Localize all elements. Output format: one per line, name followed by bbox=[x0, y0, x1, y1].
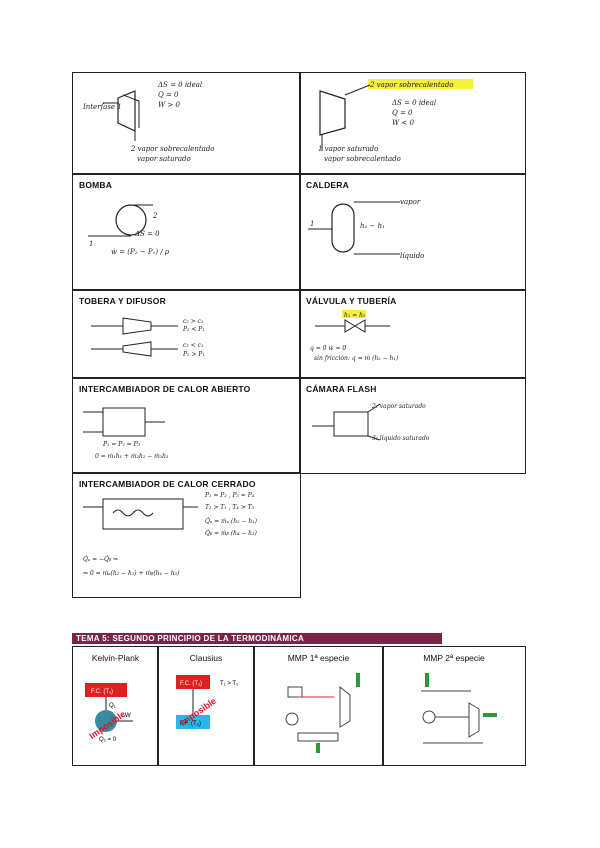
boiler-title: CALDERA bbox=[306, 180, 349, 190]
compressor-cell: 2 vapor sobrecalentado ΔS = 0 ideal Q = … bbox=[299, 72, 526, 175]
pump-sketch: 2 1 ΔS = 0 ẇ = (P₂ − P₁) / ρ bbox=[88, 204, 170, 256]
nozzle-l2b: P₂ > P₁ bbox=[182, 351, 205, 358]
closed-hx-bottom1: Q̇ₐ = −Q̇ᵦ ⇒ bbox=[83, 556, 118, 563]
boiler-cell: CALDERA 1 h₂ − h₁ vapor líquido bbox=[299, 173, 526, 291]
clausius-cell: Clausius F.C. (T₁) F.F. (T₂) T₁ > T₂ Imp… bbox=[157, 646, 255, 766]
nozzle-cell: TOBERA Y DIFUSOR c₂ > c₁ P₂ < P₁ c₂ < c₁… bbox=[72, 289, 301, 379]
clausius-cold: F.F. (T₂) bbox=[180, 721, 201, 727]
valve-title: VÁLVULA Y TUBERÍA bbox=[306, 296, 397, 306]
mmp2-cell: MMP 2ª especie bbox=[382, 646, 526, 766]
pump-eq1: ΔS = 0 bbox=[134, 230, 160, 238]
flash-title: CÁMARA FLASH bbox=[306, 384, 377, 394]
pump-in: 1 bbox=[89, 240, 93, 248]
compressor-top-label: 2 vapor sobrecalentado bbox=[369, 81, 454, 89]
boiler-out1: vapor bbox=[400, 198, 421, 206]
pump-out: 2 bbox=[152, 212, 158, 220]
boiler-sketch: 1 h₂ − h₁ vapor líquido bbox=[308, 198, 424, 260]
turbine-outlet-2: vapor saturado bbox=[137, 155, 191, 163]
kelvin-q2: Q₂ = 0 bbox=[99, 737, 117, 743]
closed-hx-eq2: T₂ > T₁ , T₄ > T₃ bbox=[205, 504, 255, 511]
turbine-sketch: Interfase 1 ΔS = 0 ideal Q = 0 W > 0 2 v… bbox=[82, 81, 215, 163]
pump-cell: BOMBA 2 1 ΔS = 0 ẇ = (P₂ − P₁) / ρ bbox=[72, 173, 301, 291]
section-banner-text: TEMA 5: SEGUNDO PRINCIPIO DE LA TERMODIN… bbox=[76, 634, 305, 643]
mmp1-diagram bbox=[285, 673, 360, 753]
clausius-hot: F.C. (T₁) bbox=[180, 681, 202, 687]
compressor-bottom-1: 1 vapor saturado bbox=[318, 145, 378, 153]
closed-hx-sketch: P₁ = P₂ , P₃ = P₄ T₂ > T₁ , T₄ > T₃ Q̇ₐ … bbox=[83, 492, 258, 577]
compressor-note-1: ΔS = 0 ideal bbox=[391, 99, 436, 107]
mmp2-diagram bbox=[421, 673, 497, 744]
closed-hx-eq3: Q̇ₐ = ṁₐ (h₂ − h₁) bbox=[205, 518, 258, 525]
nozzle-sketch: c₂ > c₁ P₂ < P₁ c₂ < c₁ P₂ > P₁ bbox=[91, 317, 205, 358]
turbine-inlet-label: Interfase 1 bbox=[82, 103, 122, 111]
turbine-outlet-1: 2 vapor sobrecalentado bbox=[130, 145, 215, 153]
boiler-in: 1 bbox=[310, 220, 314, 228]
nozzle-title: TOBERA Y DIFUSOR bbox=[79, 296, 166, 306]
kelvin-cell: Kelvin-Plank F.C. (T₁) Q₁ W Q₂ = 0 Impos… bbox=[72, 646, 159, 766]
open-hx-cell: INTERCAMBIADOR DE CALOR ABIERTO P₁ = P₂ … bbox=[72, 377, 301, 474]
nozzle-l1a: c₂ > c₁ bbox=[183, 318, 203, 325]
valve-note: sin fricción: q = ṁ (h₂ − h₁) bbox=[314, 355, 399, 362]
turbine-note-3: W > 0 bbox=[158, 101, 181, 109]
valve-cell: VÁLVULA Y TUBERÍA h₁ = h₂ q = 0 ẇ = 0 si… bbox=[299, 289, 526, 379]
flash-sketch: 2: vapor saturado 3: líquido saturado bbox=[312, 403, 430, 442]
kelvin-w: W bbox=[125, 713, 131, 719]
clausius-title: Clausius bbox=[189, 653, 223, 663]
clausius-diagram: F.C. (T₁) F.F. (T₂) T₁ > T₂ Imposible bbox=[176, 675, 239, 729]
mmp1-cell: MMP 1ª especie bbox=[253, 646, 384, 766]
compressor-note-2: Q = 0 bbox=[392, 109, 413, 117]
open-hx-eq2: 0 = ṁ₁h₁ + ṁ₂h₂ − ṁ₃h₃ bbox=[95, 453, 169, 460]
flash-cell: CÁMARA FLASH 2: vapor saturado 3: líquid… bbox=[299, 377, 526, 474]
open-hx-eq1: P₁ = P₂ = P₃ bbox=[102, 441, 141, 448]
valve-sketch: h₁ = h₂ q = 0 ẇ = 0 sin fricción: q = ṁ … bbox=[310, 310, 399, 362]
closed-hx-title: INTERCAMBIADOR DE CALOR CERRADO bbox=[79, 479, 256, 489]
flash-o2: 3: líquido saturado bbox=[372, 435, 430, 442]
pump-title: BOMBA bbox=[79, 180, 113, 190]
flash-o1: 2: vapor saturado bbox=[371, 403, 426, 410]
turbine-cell: Interfase 1 ΔS = 0 ideal Q = 0 W > 0 2 v… bbox=[72, 72, 301, 175]
compressor-bottom-2: vapor sobrecalentado bbox=[324, 155, 401, 163]
compressor-note-3: W < 0 bbox=[392, 119, 415, 127]
turbine-note-1: ΔS = 0 ideal bbox=[157, 81, 202, 89]
pump-eq2: ẇ = (P₂ − P₁) / ρ bbox=[111, 248, 170, 256]
section-banner: TEMA 5: SEGUNDO PRINCIPIO DE LA TERMODIN… bbox=[72, 633, 442, 644]
clausius-note: T₁ > T₂ bbox=[220, 681, 239, 687]
closed-hx-cell: INTERCAMBIADOR DE CALOR CERRADO P₁ = P₂ … bbox=[72, 472, 301, 598]
compressor-sketch: 2 vapor sobrecalentado ΔS = 0 ideal Q = … bbox=[318, 79, 473, 163]
boiler-out2: líquido bbox=[400, 252, 424, 260]
open-hx-sketch: P₁ = P₂ = P₃ 0 = ṁ₁h₁ + ṁ₂h₂ − ṁ₃h₃ bbox=[83, 407, 169, 460]
nozzle-l1b: P₂ < P₁ bbox=[182, 326, 205, 333]
closed-hx-eq1: P₁ = P₂ , P₃ = P₄ bbox=[204, 492, 255, 499]
mmp2-title: MMP 2ª especie bbox=[423, 653, 485, 663]
nozzle-l2a: c₂ < c₁ bbox=[183, 342, 203, 349]
kelvin-diagram: F.C. (T₁) Q₁ W Q₂ = 0 Imposible bbox=[85, 683, 133, 743]
kelvin-title: Kelvin-Plank bbox=[91, 653, 140, 663]
kelvin-q: Q₁ bbox=[109, 703, 116, 709]
valve-eq: q = 0 ẇ = 0 bbox=[310, 345, 346, 352]
open-hx-title: INTERCAMBIADOR DE CALOR ABIERTO bbox=[79, 384, 251, 394]
turbine-note-2: Q = 0 bbox=[158, 91, 179, 99]
kelvin-hot: F.C. (T₁) bbox=[91, 689, 113, 695]
valve-top: h₁ = h₂ bbox=[344, 312, 366, 319]
boiler-note: h₂ − h₁ bbox=[360, 222, 385, 230]
closed-hx-bottom2: ⇒ 0 = ṁₐ(h₂ − h₁) + ṁᵦ(h₄ − h₃) bbox=[83, 570, 180, 577]
closed-hx-eq4: Q̇ᵦ = ṁᵦ (h₄ − h₃) bbox=[205, 530, 257, 537]
mmp1-title: MMP 1ª especie bbox=[287, 653, 350, 663]
